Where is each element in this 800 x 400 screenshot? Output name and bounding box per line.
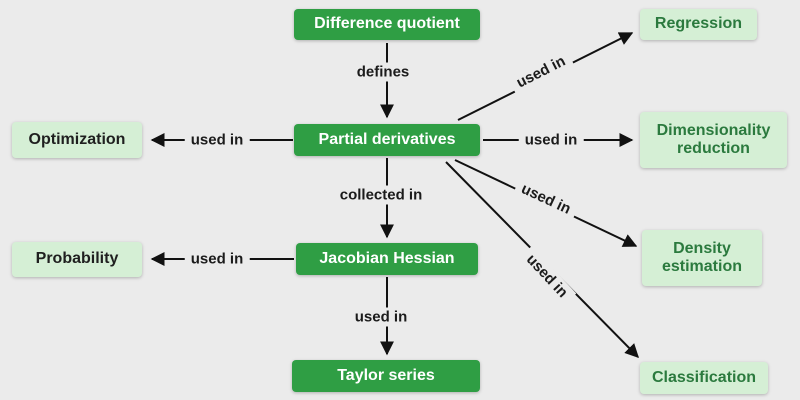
node-partial-derivatives: Partial derivatives <box>294 124 480 156</box>
node-density-estimation: Density estimation <box>642 230 762 286</box>
edge-label-used-in-dimensionality: used in <box>518 130 584 150</box>
node-dimensionality-reduction: Dimensionality reduction <box>640 112 787 168</box>
edge-label-used-in-probability: used in <box>184 249 250 269</box>
node-difference-quotient: Difference quotient <box>294 9 480 40</box>
node-classification: Classification <box>640 362 768 394</box>
node-taylor-series: Taylor series <box>292 360 480 392</box>
node-optimization: Optimization <box>12 122 142 158</box>
node-regression: Regression <box>640 9 757 40</box>
edge-label-collected-in: collected in <box>333 185 429 205</box>
edge-label-used-in-taylor: used in <box>348 307 414 327</box>
node-probability: Probability <box>12 242 142 277</box>
edge-label-defines: defines <box>350 62 416 82</box>
node-jacobian-hessian: Jacobian Hessian <box>296 243 478 275</box>
edge-label-used-in-optimization: used in <box>184 130 250 150</box>
